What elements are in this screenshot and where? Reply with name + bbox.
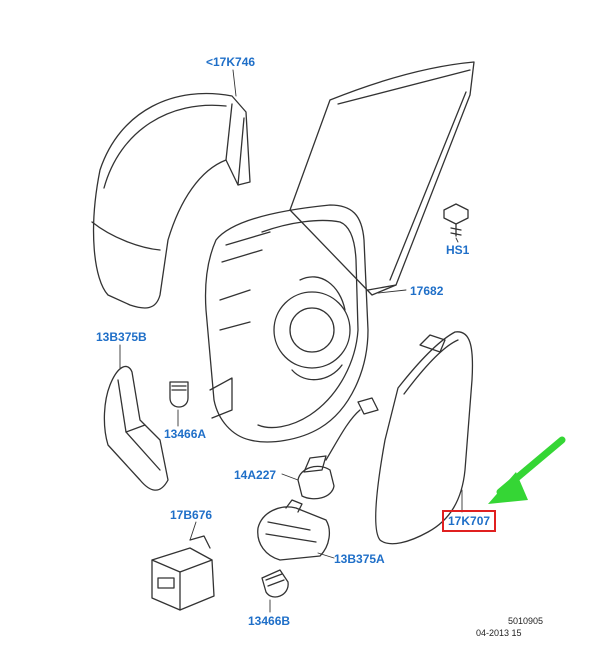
puddle-lamp-left-part xyxy=(103,365,169,491)
leader-lines xyxy=(119,69,463,613)
lamp-housing-right-part xyxy=(257,499,331,561)
label-hs1: HS1 xyxy=(446,243,470,257)
label-14a227: 14A227 xyxy=(234,468,277,482)
label-13b375a: 13B375A xyxy=(334,552,385,566)
label-13b375b: 13B375B xyxy=(96,330,147,344)
bulb-left-part xyxy=(169,381,189,408)
label-17k746: <17K746 xyxy=(206,55,256,69)
label-13466b: 13466B xyxy=(248,614,291,628)
screw-hs1-part xyxy=(443,203,469,237)
housing-cover-part xyxy=(91,92,251,309)
label-17682: 17682 xyxy=(410,284,444,298)
diagram-date: 04-2013 15 xyxy=(476,628,522,638)
label-17k707-highlighted: 17K707 xyxy=(442,510,497,532)
bulb-bottom-part xyxy=(261,569,289,598)
green-arrow-icon xyxy=(488,436,566,504)
label-13466a: 13466A xyxy=(164,427,207,441)
glass-backplate-part xyxy=(289,61,475,296)
mirror-housing-part xyxy=(204,204,397,443)
socket-part xyxy=(297,397,379,500)
switch-part xyxy=(151,535,215,611)
diagram-code: 5010905 xyxy=(508,616,544,626)
label-17b676: 17B676 xyxy=(170,508,213,522)
